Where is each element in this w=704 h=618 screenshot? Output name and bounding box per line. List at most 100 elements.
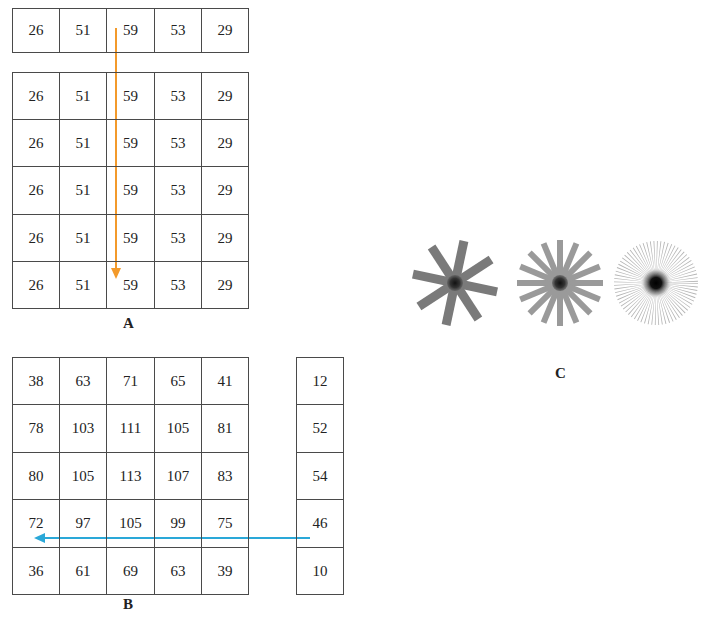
cell-value: 61 <box>76 563 91 580</box>
panel-label: B <box>123 596 133 613</box>
star-pattern <box>635 262 677 304</box>
star-arm <box>446 241 464 325</box>
cell-value: 53 <box>171 135 186 152</box>
cell-value: 59 <box>123 88 138 105</box>
cell-value: 51 <box>76 230 91 247</box>
table-cell: 107 <box>154 452 202 500</box>
table-cell: 53 <box>154 166 202 215</box>
arrow-head <box>34 533 45 543</box>
table-cell: 53 <box>154 261 202 309</box>
cell-value: 53 <box>171 22 186 39</box>
cell-value: 29 <box>218 182 233 199</box>
table-cell: 26 <box>12 214 60 262</box>
table-cell: 53 <box>154 72 202 120</box>
table-cell: 75 <box>201 499 249 548</box>
table-cell: 26 <box>12 72 60 120</box>
cell-value: 36 <box>29 563 44 580</box>
table-cell: 26 <box>12 166 60 215</box>
cell-value: 113 <box>120 468 142 485</box>
cell-value: 51 <box>76 135 91 152</box>
cell-value: 53 <box>171 182 186 199</box>
scan-arrow-vertical <box>111 28 121 279</box>
cell-value: 63 <box>76 373 91 390</box>
table-cell: 59 <box>106 166 155 215</box>
cell-value: 59 <box>123 230 138 247</box>
table-cell: 29 <box>201 119 249 167</box>
table-cell: 69 <box>106 547 155 595</box>
star-core <box>447 275 463 291</box>
arrow-shaft <box>115 28 117 270</box>
star-arm <box>544 243 577 322</box>
cell-value: 29 <box>218 135 233 152</box>
table-cell: 72 <box>12 499 60 548</box>
table-cell: 103 <box>59 404 107 453</box>
cell-value: 38 <box>29 373 44 390</box>
radial-lines <box>635 262 677 304</box>
cell-value: 78 <box>29 420 44 437</box>
table-cell: 46 <box>296 499 344 548</box>
cell-value: 41 <box>218 373 233 390</box>
table-cell: 80 <box>12 452 60 500</box>
cell-value: 46 <box>313 515 328 532</box>
cell-value: 105 <box>119 515 142 532</box>
cell-value: 26 <box>29 88 44 105</box>
cell-value: 29 <box>218 230 233 247</box>
table-cell: 51 <box>59 214 107 262</box>
table-cell: 99 <box>154 499 202 548</box>
table-cell: 26 <box>12 119 60 167</box>
cell-value: 99 <box>171 515 186 532</box>
cell-value: 53 <box>171 277 186 294</box>
table-cell: 63 <box>59 357 107 405</box>
cell-value: 26 <box>29 182 44 199</box>
table-cell: 29 <box>201 214 249 262</box>
table-cell: 105 <box>59 452 107 500</box>
table-cell: 29 <box>201 8 249 53</box>
cell-value: 63 <box>171 563 186 580</box>
table-cell: 59 <box>106 8 155 53</box>
table-cell: 65 <box>154 357 202 405</box>
table-cell: 10 <box>296 547 344 595</box>
table-cell: 29 <box>201 261 249 309</box>
table-cell: 12 <box>296 357 344 405</box>
table-cell: 29 <box>201 72 249 120</box>
cell-value: 69 <box>123 563 138 580</box>
cell-value: 26 <box>29 277 44 294</box>
cell-value: 71 <box>123 373 138 390</box>
cell-value: 10 <box>313 563 328 580</box>
cell-value: 59 <box>123 135 138 152</box>
table-cell: 53 <box>154 214 202 262</box>
table-cell: 105 <box>106 499 155 548</box>
table-cell: 29 <box>201 166 249 215</box>
table-cell: 53 <box>154 8 202 53</box>
cell-value: 81 <box>218 420 233 437</box>
cell-value: 103 <box>72 420 95 437</box>
star-pattern <box>413 241 497 325</box>
table-cell: 36 <box>12 547 60 595</box>
table-cell: 53 <box>154 119 202 167</box>
arrow-head <box>111 268 121 279</box>
cell-value: 51 <box>76 88 91 105</box>
table-cell: 54 <box>296 452 344 500</box>
table-cell: 83 <box>201 452 249 500</box>
cell-value: 52 <box>313 420 328 437</box>
table-cell: 51 <box>59 166 107 215</box>
table-cell: 26 <box>12 261 60 309</box>
table-cell: 81 <box>201 404 249 453</box>
cell-value: 59 <box>123 182 138 199</box>
cell-value: 51 <box>76 22 91 39</box>
cell-value: 53 <box>171 88 186 105</box>
cell-value: 29 <box>218 277 233 294</box>
table-cell: 78 <box>12 404 60 453</box>
table-cell: 59 <box>106 214 155 262</box>
panel-label: A <box>123 315 134 332</box>
table-cell: 51 <box>59 261 107 309</box>
cell-value: 26 <box>29 230 44 247</box>
cell-value: 80 <box>29 468 44 485</box>
cell-value: 26 <box>29 22 44 39</box>
star-core <box>640 267 672 299</box>
table-cell: 26 <box>12 8 60 53</box>
scan-arrow-horizontal <box>34 533 310 543</box>
table-cell: 38 <box>12 357 60 405</box>
cell-value: 72 <box>29 515 44 532</box>
